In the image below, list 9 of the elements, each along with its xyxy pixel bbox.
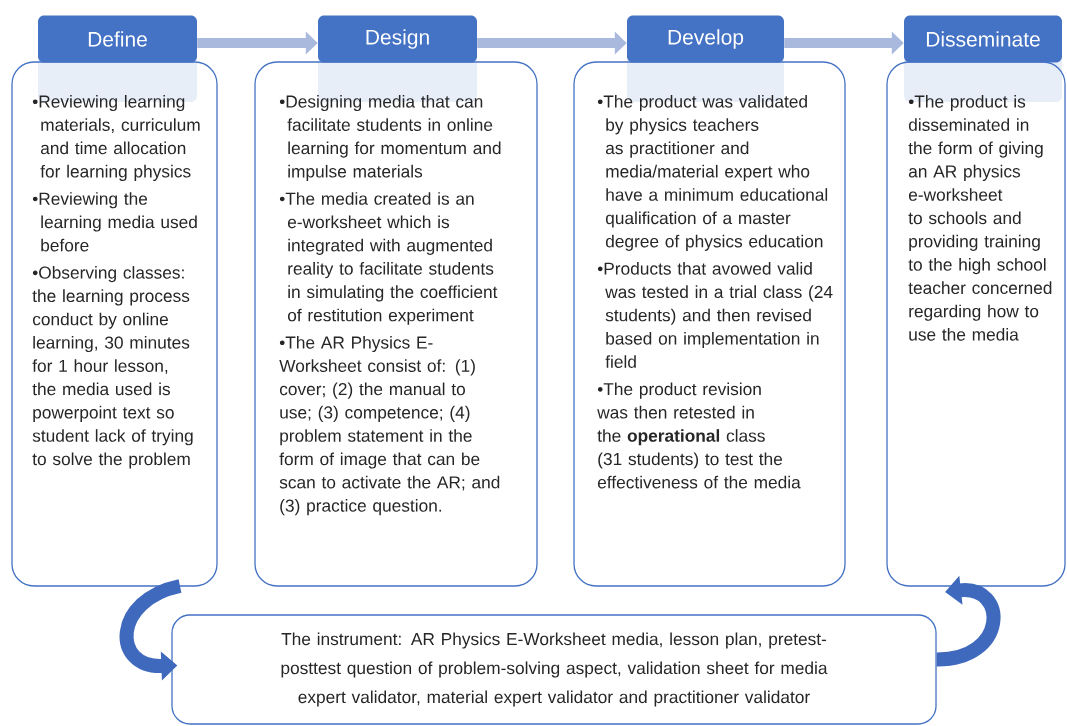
rounded-box: •The product is disseminated in the form of giving an AR physics e-worksheet to schools and providing training to the high school teacher concerned regarding how to use the media	[886, 61, 1066, 587]
node-label: Disseminate	[926, 31, 1040, 47]
rounded-box: •Designing media that can facilitate students in online learning for momentum and impulse materials •The media created is an e-worksheet which is integrated with augmented reality to facilitate students in simulating the coefficient of restitution experiment •The AR Physics E-Worksheet consist of: (1) cover; (2) the manual to use; (3) competence; (4) problem statement in the form of image that can be scan to activate the AR; and (3) practice question.	[254, 61, 538, 587]
rounded-box: •The product was validated by physics teachers as practitioner and media/material expert who have a minimum educational qualification of a master degree of physics education •Products that avowed valid was tested in a trial class (24 students) and then revised based on implementation in field •The product revision was then retested in the operational class (31 students) to test the effectiveness of the media	[573, 61, 846, 587]
node-label: Design	[366, 29, 429, 49]
rounded-box: The instrument: AR Physics E-Worksheet media, lesson plan, pretest-posttest question of problem-solving aspect, validation sheet for media expert validator, material expert validator and practitioner validator	[171, 614, 937, 725]
rounded-box: •Reviewing learning materials, curriculum and time allocation for learning physics •Reviewing the learning media used before •Observing classes: the learning process conduct by online learning, 30 minutes for 1 hour lesson, the media used is powerpoint text so student lack of trying to solve the problem	[11, 61, 218, 587]
node-label: Develop	[668, 29, 744, 49]
node-label: Define	[88, 31, 147, 47]
